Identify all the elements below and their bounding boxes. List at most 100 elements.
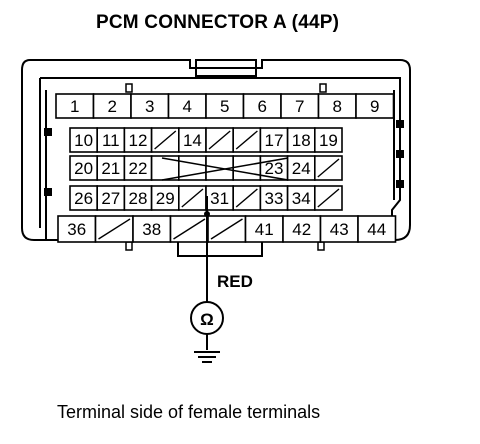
terminal-cell: 43 xyxy=(319,215,359,243)
terminal-cell: 10 xyxy=(69,127,99,153)
terminal-cell: 12 xyxy=(123,127,153,153)
terminal-cell xyxy=(169,215,209,243)
terminal-cell: 11 xyxy=(96,127,126,153)
terminal-number: 43 xyxy=(330,220,349,239)
terminal-number: 28 xyxy=(129,189,148,208)
terminal-number: 36 xyxy=(67,220,86,239)
terminal-number: 6 xyxy=(258,97,267,116)
terminal-cell: 26 xyxy=(69,185,99,211)
diagram-caption: Terminal side of female terminals xyxy=(57,402,321,422)
blank-terminal-slash xyxy=(181,188,204,208)
terminal-cell xyxy=(94,215,134,243)
terminal-number: 26 xyxy=(74,189,93,208)
terminal-number: 41 xyxy=(255,220,274,239)
terminal-number: 44 xyxy=(367,220,386,239)
terminal-cell xyxy=(207,215,247,243)
terminal-number: 10 xyxy=(74,131,93,150)
terminal-number: 19 xyxy=(319,131,338,150)
diagram-title: PCM CONNECTOR A (44P) xyxy=(96,12,340,33)
terminal-number: 3 xyxy=(145,97,154,116)
terminal-number: 14 xyxy=(183,131,202,150)
terminal-number: 20 xyxy=(74,159,93,178)
terminal-cell: 28 xyxy=(123,185,153,211)
terminal-cell: 9 xyxy=(355,93,395,119)
blank-terminal-slash xyxy=(173,218,206,240)
blank-terminal-slash xyxy=(154,130,177,150)
terminal-number: 2 xyxy=(108,97,117,116)
blank-terminal-slash xyxy=(317,188,340,208)
terminal-cell: 24 xyxy=(286,155,316,181)
terminal-cell: 17 xyxy=(259,127,289,153)
terminal-number: 29 xyxy=(156,189,175,208)
terminal-number: 23 xyxy=(265,159,284,178)
ohmmeter-icon: Ω xyxy=(190,301,224,335)
terminal-cell: 42 xyxy=(282,215,322,243)
terminal-number: 31 xyxy=(210,189,229,208)
terminal-cell xyxy=(232,127,262,153)
terminal-cell: 2 xyxy=(92,93,132,119)
probe-point xyxy=(204,211,210,217)
blank-terminal-slash xyxy=(235,130,258,150)
terminal-cell xyxy=(313,185,343,211)
terminal-cell: 29 xyxy=(150,185,180,211)
terminal-number: 9 xyxy=(370,97,379,116)
terminal-number: 17 xyxy=(265,131,284,150)
terminal-cell: 38 xyxy=(132,215,172,243)
terminal-number: 21 xyxy=(101,159,120,178)
wire-color-label: RED xyxy=(217,272,253,291)
terminal-cell: 6 xyxy=(242,93,282,119)
terminal-number: 5 xyxy=(220,97,229,116)
terminal-cell: 4 xyxy=(167,93,207,119)
terminal-number: 12 xyxy=(129,131,148,150)
terminal-number: 24 xyxy=(292,159,311,178)
terminal-cell: 19 xyxy=(313,127,343,153)
terminal-number: 7 xyxy=(295,97,304,116)
terminal-cell: 21 xyxy=(96,155,126,181)
terminal-cell: 27 xyxy=(96,185,126,211)
terminal-number: 34 xyxy=(292,189,311,208)
ohm-symbol: Ω xyxy=(200,310,214,329)
blank-cross xyxy=(161,157,289,181)
blank-terminal-slash xyxy=(317,158,340,178)
terminal-cell: 18 xyxy=(286,127,316,153)
terminal-cell: 20 xyxy=(69,155,99,181)
terminal-number: 38 xyxy=(142,220,161,239)
terminal-cell xyxy=(313,155,343,181)
terminal-number: 1 xyxy=(70,97,79,116)
terminal-cell xyxy=(178,185,207,211)
terminal-cell xyxy=(205,127,235,153)
blank-terminal-slash xyxy=(235,188,258,208)
terminal-number: 18 xyxy=(292,131,311,150)
blank-terminal-slash xyxy=(210,218,243,240)
terminal-number: 11 xyxy=(102,131,120,150)
terminal-cell: 7 xyxy=(280,93,320,119)
terminal-number: 4 xyxy=(183,97,192,116)
terminal-cell: 5 xyxy=(205,93,245,119)
blank-terminal-slash xyxy=(208,130,231,150)
terminal-cell: 33 xyxy=(259,185,289,211)
terminal-number: 22 xyxy=(129,159,148,178)
terminal-number: 27 xyxy=(101,189,120,208)
terminal-cell: 34 xyxy=(286,185,316,211)
side-markers xyxy=(44,120,404,196)
terminal-number: 33 xyxy=(265,189,284,208)
terminal-cell xyxy=(150,127,180,153)
terminal-number: 8 xyxy=(333,97,342,116)
terminal-cell: 36 xyxy=(57,215,97,243)
terminal-cell: 41 xyxy=(244,215,284,243)
terminal-cell: 3 xyxy=(130,93,170,119)
terminal-number: 42 xyxy=(292,220,311,239)
blank-terminal-slash xyxy=(98,218,131,240)
terminal-cell xyxy=(232,185,262,211)
terminal-cell: 1 xyxy=(55,93,95,119)
connector-housing xyxy=(21,59,411,257)
terminal-cell: 8 xyxy=(317,93,357,119)
terminal-cell: 14 xyxy=(178,127,207,153)
ground-icon xyxy=(194,351,220,363)
terminal-cell: 22 xyxy=(123,155,153,181)
terminal-cell: 44 xyxy=(357,215,397,243)
terminal-cell xyxy=(232,155,262,181)
terminal-cell: 31 xyxy=(205,185,235,211)
